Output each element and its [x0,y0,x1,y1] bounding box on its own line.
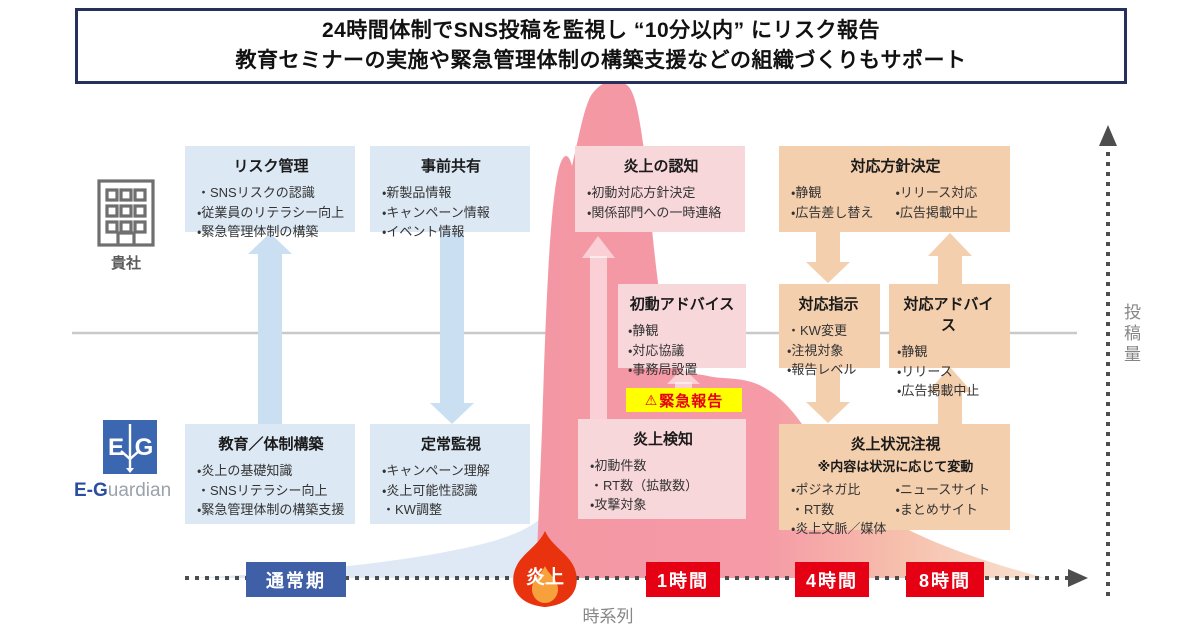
box-title: リスク管理 [233,158,309,175]
box-item: ・RT数 [791,501,835,517]
box-risk-management: リスク管理 ・SNSリスクの認識 ・従業員のリテラシー向上 ・緊急管理体制の構築 [185,146,355,239]
box-item: ・イベント情報 [382,224,465,239]
box-item: ・攻撃対象 [590,497,647,512]
box-item: ・初動件数 [590,458,647,473]
box-flame-recognition: 炎上の認知 ・初動対応方針決定 ・関係部門への一時連絡 [575,146,745,232]
box-item: ・炎上文脈／媒体 [791,521,887,536]
box-title: 炎上状況注視 [850,436,941,453]
down-arrow-sharing-to-monitoring [430,232,474,424]
box-advance-sharing: 事前共有 ・新製品情報 ・キャンペーン情報 ・イベント情報 [370,146,530,239]
box-education: 教育／体制構築 ・炎上の基礎知識 ・SNSリテラシー向上 ・緊急管理体制の構築支… [185,424,355,524]
timeline-chip-1hour: 1時間 [646,562,720,597]
box-item: ・従業員のリテラシー向上 [197,204,345,220]
box-item: ・新製品情報 [382,185,452,200]
box-item: ・キャンペーン情報 [382,204,490,220]
box-item: ・ニュースサイト [895,482,991,497]
time-axis [185,569,1088,587]
box-title: 炎上の認知 [623,158,699,175]
box-title: 初動アドバイス [629,296,735,313]
company-label: 貴社 [110,255,141,272]
up-arrow-detection-to-recognition [582,236,615,419]
timeline-chip-normal-period: 通常期 [246,562,346,597]
box-item: ・広告掲載中止 [895,204,978,220]
up-arrow-advice-to-recognition [667,236,700,284]
box-item: ・KW調整 [382,502,442,517]
down-arrow-policy-to-instruction [806,232,850,283]
box-item: ・まとめサイト [895,501,978,517]
svg-text:G: G [135,434,154,461]
header-banner: 24時間体制でSNS投稿を監視し “10分以内” にリスク報告 教育セミナーの実… [75,8,1127,84]
box-response-advice: 対応アドバイス ・静観 ・リリース ・広告掲載中止 [889,284,1010,398]
down-arrow-instruction-to-watch [806,368,850,423]
e-guardian-wordmark-strong: E-G [74,480,108,501]
box-item: ・関係部門への一時連絡 [587,204,722,220]
box-item: ・静観 [897,344,928,359]
e-guardian-wordmark: E-Guardian [74,480,171,502]
box-item: ・事務局設置 [628,362,698,377]
normal-activity-area [188,512,548,578]
building-icon [97,179,155,247]
box-item: ・リリース [897,363,953,379]
box-title: 対応アドバイス [903,296,994,334]
timeline-chip-8hour: 8時間 [906,562,984,597]
flame-label: 炎上 [526,566,564,588]
header-line2: 教育セミナーの実施や緊急管理体制の構築支援などの組織づくりもサポート [235,49,967,72]
flame-icon: 炎上 [513,531,577,607]
box-flame-status-watch: 炎上状況注視 ※内容は状況に応じて変動 ・ポジネガ比 ・RT数 ・炎上文脈／媒体… [779,424,1010,536]
box-item: ・キャンペーン理解 [382,463,490,478]
up-arrow-report-to-advice [667,368,700,389]
volume-axis [1099,125,1117,596]
box-item: ・静観 [628,323,659,338]
box-item: ・SNSリテラシー向上 [197,482,328,498]
x-axis-label: 時系列 [582,607,634,626]
box-initial-advice: 初動アドバイス ・静観 ・対応協議 ・事務局設置 [618,284,746,377]
box-subtitle: ※内容は状況に応じて変動 [817,459,974,474]
box-item: ・対応協議 [628,342,685,358]
box-item: ・緊急管理体制の構築 [197,224,319,239]
box-item: ・広告掲載中止 [897,383,980,398]
box-item: ・注視対象 [787,342,844,358]
box-item: ・初動対応方針決定 [587,185,696,200]
warning-icon: ⚠ [644,391,659,408]
box-title: 教育／体制構築 [218,436,324,453]
box-title: 定常監視 [420,436,481,453]
svg-text:E: E [108,434,124,461]
box-title: 炎上検知 [632,431,693,448]
e-guardian-logo-icon: E G [103,420,157,474]
box-item: ・RT数（拡散数） [590,477,699,493]
box-flame-detection: 炎上検知 ・初動件数 ・RT数（拡散数） ・攻撃対象 [578,419,746,519]
timeline-chip-4hour: 4時間 [795,562,869,597]
box-item: ・炎上可能性認識 [382,482,478,498]
box-item: ・緊急管理体制の構築支援 [197,502,345,517]
box-item: ・KW変更 [787,323,847,338]
y-axis-label: 投稿量 [1121,303,1140,366]
box-title: 対応指示 [798,296,859,313]
box-item: ・報告レベル [787,362,857,377]
box-regular-monitoring: 定常監視 ・キャンペーン理解 ・炎上可能性認識 ・KW調整 [370,424,530,524]
emergency-report-badge: ⚠ 緊急報告 [626,388,742,412]
box-item: ・静観 [791,185,822,200]
box-item: ・SNSリスクの認識 [197,185,315,200]
box-item: ・広告差し替え [791,204,874,220]
up-arrow-advice-to-policy [928,233,972,284]
e-guardian-wordmark-rest: uardian [107,480,172,501]
box-item: ・炎上の基礎知識 [197,463,293,478]
box-response-instruction: 対応指示 ・KW変更 ・注視対象 ・報告レベル [779,284,880,377]
box-title: 対応方針決定 [850,158,941,175]
up-arrow-watch-to-advice [928,367,972,424]
box-title: 事前共有 [420,158,481,175]
box-item: ・ポジネガ比 [791,482,861,497]
box-item: ・リリース対応 [895,185,978,200]
emergency-report-label: 緊急報告 [659,392,724,410]
up-arrow-education-to-risk [248,233,292,425]
header-line1: 24時間体制でSNS投稿を監視し “10分以内” にリスク報告 [321,18,881,42]
box-policy-decision: 対応方針決定 ・静観 ・広告差し替え ・リリース対応 ・広告掲載中止 [779,146,1010,232]
